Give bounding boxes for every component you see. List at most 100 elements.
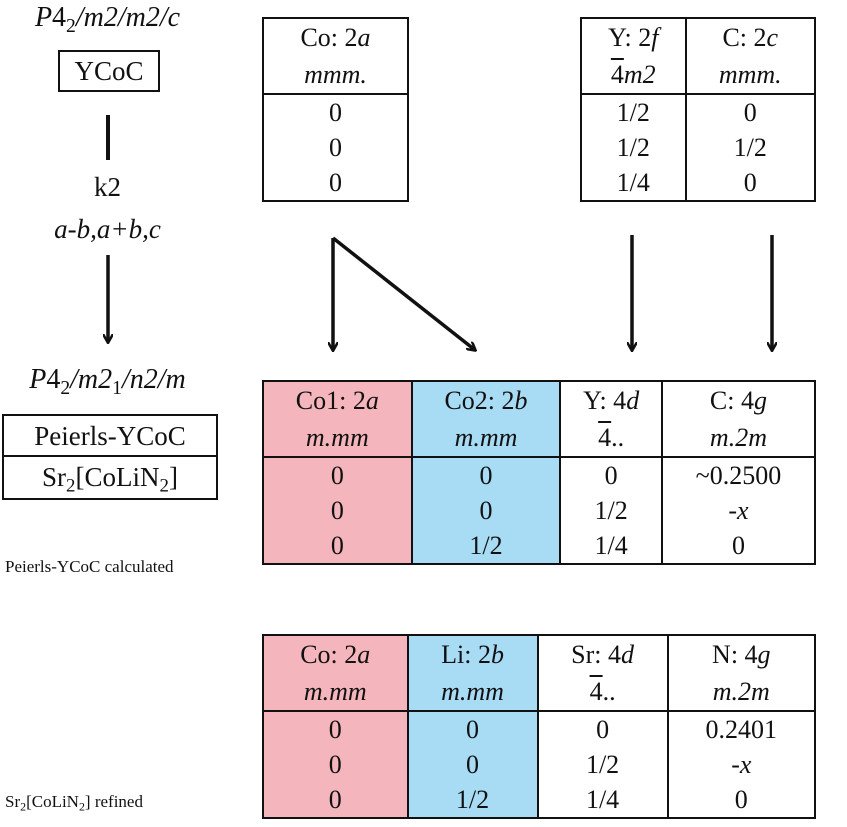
t: Sr: [42, 462, 67, 492]
site-label: Co1: 2a: [262, 381, 413, 419]
site-symmetry: 4..: [559, 419, 663, 458]
coordinate-row: 0: [262, 130, 409, 165]
coordinate-cell: 1/2: [406, 782, 539, 818]
bar-four: 4: [589, 677, 603, 706]
sg-letter: P: [34, 2, 53, 33]
sg-rest: /n2/m: [121, 364, 186, 395]
coordinate-cell: 0: [406, 747, 539, 782]
symmetry-text: m.mm: [305, 423, 369, 452]
t: Sr: [5, 792, 21, 811]
coordinate-cell: 0: [262, 165, 409, 201]
coordinate-cell: 1/2: [559, 493, 663, 528]
relation-line: [106, 115, 110, 160]
t: [CoLiN: [26, 792, 79, 811]
coordinate-cell: 0: [666, 782, 817, 818]
element-multiplicity: Y: 4: [583, 386, 627, 415]
child-structure-box-2: Sr2[CoLiN2]: [2, 455, 218, 500]
coordinate-cell: 0.2401: [666, 711, 817, 747]
wyckoff-letter: a: [365, 386, 379, 415]
coordinate-cell: 1/2: [580, 130, 687, 165]
site-label: Y: 4d: [559, 381, 663, 419]
element-multiplicity: C: 4: [709, 386, 754, 415]
element-multiplicity: N: 4: [712, 640, 758, 669]
element-multiplicity: Y: 2: [608, 23, 652, 52]
wyckoff-letter: f: [651, 23, 659, 52]
site-label: Co: 2a: [262, 635, 409, 673]
wyckoff-letter: a: [357, 640, 371, 669]
sg-sub2: 1: [112, 377, 122, 399]
t: ]: [168, 462, 178, 492]
bar-four: 4: [610, 60, 624, 89]
parent-structure-box: YCoC: [58, 50, 160, 92]
symmetry-text: ..: [602, 677, 616, 706]
wyckoff-letter: g: [754, 386, 767, 415]
coordinate-cell: 0: [262, 457, 413, 493]
parent-space-group: P42/m2/m2/c: [0, 2, 215, 36]
coordinate-cell: -x: [660, 493, 817, 528]
coordinate-cell: 1/4: [580, 165, 687, 201]
symmetry-text: mmm.: [718, 60, 782, 89]
element-multiplicity: C: 2: [722, 23, 767, 52]
coordinate-cell: 1/2: [684, 130, 817, 165]
site-symmetry: mmm.: [262, 56, 409, 95]
arrow-co-to-co2: [331, 236, 475, 350]
symmetry-text: ..: [611, 423, 625, 452]
wyckoff-letter: d: [626, 386, 640, 415]
element-multiplicity: Co: 2: [300, 640, 358, 669]
coordinate-cell: 1/2: [410, 528, 562, 564]
coordinate-cell: 0: [262, 711, 409, 747]
coordinate-cell: 1/4: [536, 782, 669, 818]
symmetry-text: m.mm: [303, 677, 367, 706]
wyckoff-letter: g: [757, 640, 771, 669]
site-symmetry: mmm.: [684, 56, 817, 95]
symmetry-text: m.2m: [712, 677, 770, 706]
t: 2: [20, 799, 27, 814]
bar-four: 4: [598, 423, 612, 452]
coordinate-cell: 0: [410, 493, 562, 528]
coordinate-cell: 0: [262, 493, 413, 528]
site-label: Y: 2f: [580, 18, 687, 56]
wyckoff-letter: d: [621, 640, 634, 669]
coordinate-cell: 1/2: [536, 747, 669, 782]
coordinate-cell: 1/4: [559, 528, 663, 564]
t: [CoLiN: [75, 462, 160, 492]
element-multiplicity: Li: 2: [441, 640, 491, 669]
coordinate-cell: 0: [684, 165, 817, 201]
site-symmetry: m.2m: [660, 419, 817, 458]
site-label: N: 4g: [666, 635, 817, 673]
symmetry-text: m2: [623, 60, 656, 89]
refined-label: Sr2[CoLiN2] refined: [5, 792, 143, 814]
wyckoff-letter: b: [514, 386, 528, 415]
coordinate-cell: 0: [684, 94, 817, 130]
site-symmetry: 4..: [536, 673, 669, 712]
wyckoff-letter: b: [490, 640, 504, 669]
wyckoff-letter: a: [357, 23, 371, 52]
coordinate-cell: ~0.2500: [660, 457, 817, 493]
symmetry-row: mmm.: [262, 56, 409, 95]
basis-transform: a-b,a+b,c: [54, 214, 161, 244]
sg-mid: /m2: [70, 364, 113, 395]
coordinate-cell: 0: [410, 457, 562, 493]
coordinate-row: 0: [262, 94, 409, 130]
coordinate-cell: 0: [559, 457, 663, 493]
site-symmetry: m.mm: [262, 419, 413, 458]
symmetry-text: mmm.: [304, 60, 367, 89]
element-multiplicity: Co1: 2: [295, 386, 366, 415]
coordinate-cell: 0: [262, 130, 409, 165]
sg-letter: P: [29, 364, 47, 395]
